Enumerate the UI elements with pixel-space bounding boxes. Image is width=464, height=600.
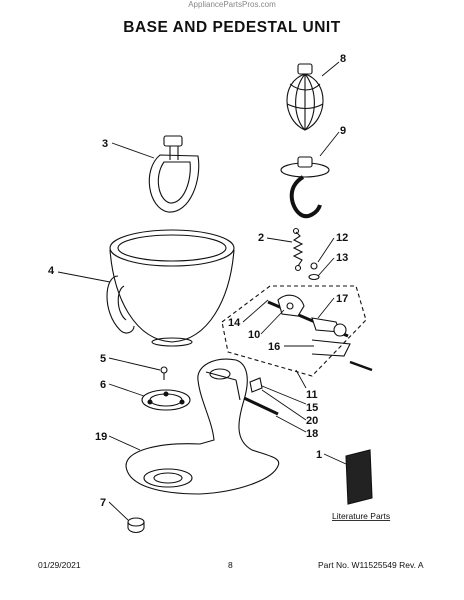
callout-14: 14 [228,317,241,329]
callout-7: 7 [100,497,106,509]
watermark: AppliancePartsPros.com [188,0,276,9]
callout-17: 17 [336,293,348,305]
screw-part [310,262,318,270]
foot-part [127,517,145,534]
dough-hook-part [280,156,330,219]
callout-15: 15 [306,402,318,414]
callout-16: 16 [268,341,280,353]
callout-12: 12 [336,232,348,244]
callout-1: 1 [316,449,322,461]
literature-part [345,449,373,505]
hinge-pin-part [243,396,279,416]
callout-3: 3 [102,138,108,150]
callout-5: 5 [100,353,106,365]
spring-part [292,227,304,272]
wire-whip-part [286,63,324,131]
callout-8: 8 [340,53,346,65]
flat-beater-part [148,135,200,213]
callout-20: 20 [306,415,318,427]
screw-part [160,366,168,380]
callout-19: 19 [95,431,107,443]
leader-lines [57,61,347,521]
footer-page-number: 8 [228,560,233,570]
callout-13: 13 [336,252,348,264]
base-pedestal-part [125,358,280,495]
literature-parts-label: Literature Parts [332,511,390,521]
callout-18: 18 [306,428,318,440]
callout-6: 6 [100,379,106,391]
page-title: BASE AND PEDESTAL UNIT [123,19,341,36]
callout-9: 9 [340,125,346,137]
hinge-assembly-part [267,294,373,372]
mixing-bowl-part [106,229,235,347]
clamp-plate-part [141,389,191,411]
callout-4: 4 [48,265,55,277]
callout-11: 11 [306,389,318,401]
subassembly-outline [221,285,367,377]
footer-date: 01/29/2021 [38,560,81,570]
footer-part-number: Part No. W11525549 Rev. A [318,560,424,570]
callout-10: 10 [248,329,260,341]
washer-part [308,273,320,281]
callout-2: 2 [258,232,264,244]
clip-part [249,377,263,393]
